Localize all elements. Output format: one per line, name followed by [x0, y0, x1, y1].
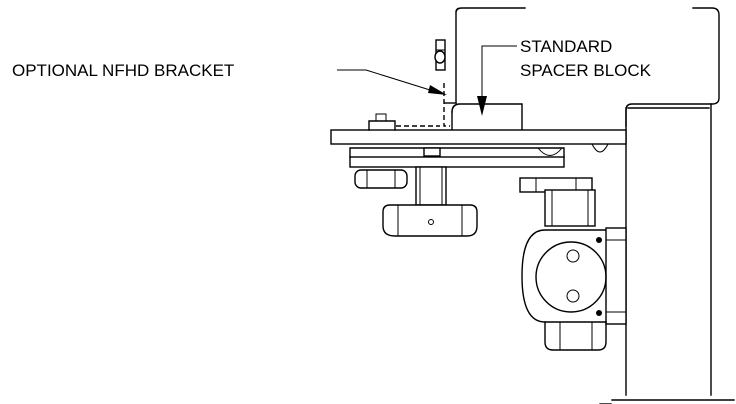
spacer-callout-label-line1: STANDARD: [520, 37, 612, 56]
bracket-callout-label: OPTIONAL NFHD BRACKET: [12, 61, 234, 80]
optional-nfhd-bracket: [396, 39, 450, 127]
spacer-callout: STANDARD SPACER BLOCK: [477, 37, 652, 116]
vertical-post: [599, 103, 735, 404]
bracket-callout: OPTIONAL NFHD BRACKET: [12, 61, 447, 95]
pivot-shaft: [519, 177, 596, 227]
swivel-head: [521, 227, 627, 351]
locking-knob: [354, 166, 478, 237]
base-plate: [330, 113, 627, 153]
standard-spacer-block: [451, 103, 523, 130]
spacer-callout-label-line2: SPACER BLOCK: [520, 61, 652, 80]
adjuster-plate: [349, 147, 565, 168]
upper-mounting-plate: [444, 7, 720, 127]
